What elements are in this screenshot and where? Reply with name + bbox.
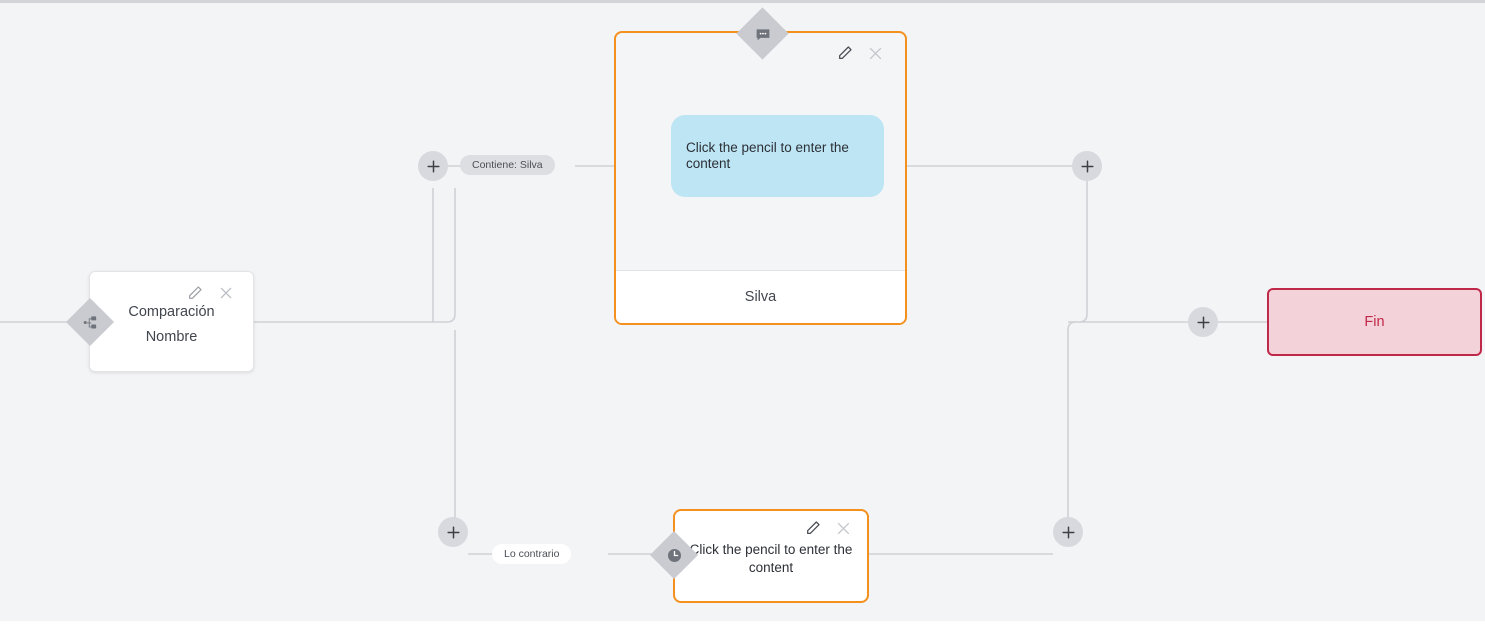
add-node-button-after-message[interactable] [1072, 151, 1102, 181]
add-node-button-after-wait[interactable] [1053, 517, 1083, 547]
add-node-button-false-branch[interactable] [438, 517, 468, 547]
add-node-button-before-end[interactable] [1188, 307, 1218, 337]
message-node-footer: Silva [616, 270, 905, 323]
wait-node[interactable]: Click the pencil to enter the content [673, 509, 869, 603]
pencil-icon[interactable] [805, 520, 821, 536]
close-icon[interactable] [218, 285, 234, 301]
comparison-node-actions [187, 285, 234, 301]
close-icon[interactable] [867, 45, 883, 61]
wait-node-text: Click the pencil to enter the content [689, 542, 853, 575]
comparison-node-title: Comparación [128, 304, 215, 320]
clock-icon-glyph [665, 546, 683, 564]
close-icon[interactable] [835, 520, 851, 536]
end-node[interactable]: Fin [1267, 288, 1482, 356]
add-node-button-true-branch[interactable] [418, 151, 448, 181]
pencil-icon[interactable] [187, 285, 203, 301]
message-node-actions [837, 45, 883, 61]
edge-label-lo-contrario: Lo contrario [492, 544, 572, 564]
clock-icon [649, 530, 699, 580]
message-bubble: Click the pencil to enter the content [671, 115, 884, 197]
pencil-icon[interactable] [837, 45, 853, 61]
wait-node-actions [805, 520, 851, 536]
branch-icon [65, 297, 115, 347]
edge-label-contiene: Contiene: Silva [460, 155, 555, 175]
comparison-node-subtitle: Nombre [145, 329, 198, 345]
flow-canvas[interactable]: Comparación Nombre Contiene: Silva [0, 0, 1485, 621]
branch-icon-glyph [81, 313, 99, 331]
end-node-label: Fin [1364, 314, 1385, 330]
message-bubble-icon-glyph [754, 25, 772, 43]
comparison-node[interactable]: Comparación Nombre [89, 271, 254, 372]
message-node[interactable]: Click the pencil to enter the content Si… [614, 31, 907, 325]
message-bubble-icon [736, 7, 789, 60]
message-bubble-text: Click the pencil to enter the content [686, 140, 849, 171]
